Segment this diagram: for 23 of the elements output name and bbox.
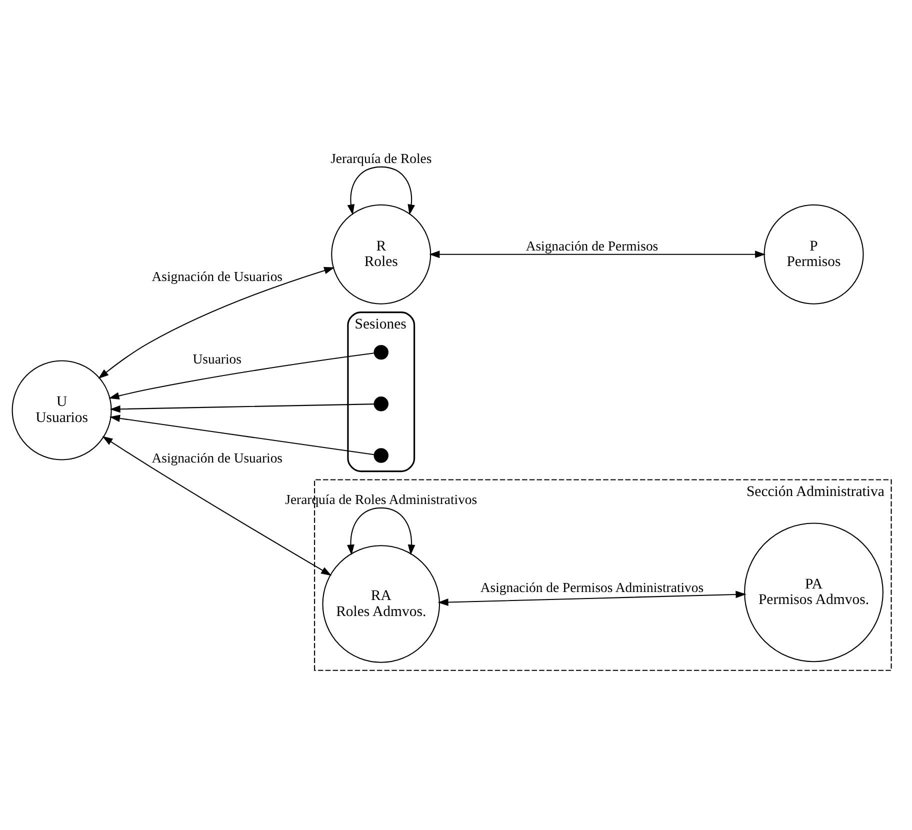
arrow: [110, 403, 374, 412]
edge-label: Jerarquía de Roles Administrativos: [285, 492, 478, 507]
edge-label: Asignación de Permisos Administrativos: [480, 579, 704, 594]
node-circle: P Permisos: [764, 204, 864, 304]
arrow: [98, 266, 335, 378]
node-circle: [374, 344, 388, 360]
arrow: [102, 436, 332, 576]
node-circle: PA Permisos Admvos.: [744, 522, 884, 662]
node-circle: U Usuarios: [12, 360, 112, 460]
arrow: [109, 414, 374, 455]
edge-label: Asignación de Permisos: [526, 238, 658, 254]
edge-label: Usuarios: [192, 350, 242, 366]
edge-label: Asignación de Usuarios: [152, 268, 283, 284]
arrow: [108, 352, 374, 399]
edge-label: Asignación de Usuarios: [152, 450, 283, 465]
arrow: [429, 250, 766, 258]
node-circle: [374, 448, 388, 462]
arrow: [438, 590, 746, 606]
node-circle: [374, 396, 388, 411]
cluster: Sesiones: [347, 311, 416, 472]
edge-label: Jerarquía de Roles: [330, 150, 432, 166]
arrow: [347, 166, 415, 215]
arrow: [347, 506, 416, 555]
